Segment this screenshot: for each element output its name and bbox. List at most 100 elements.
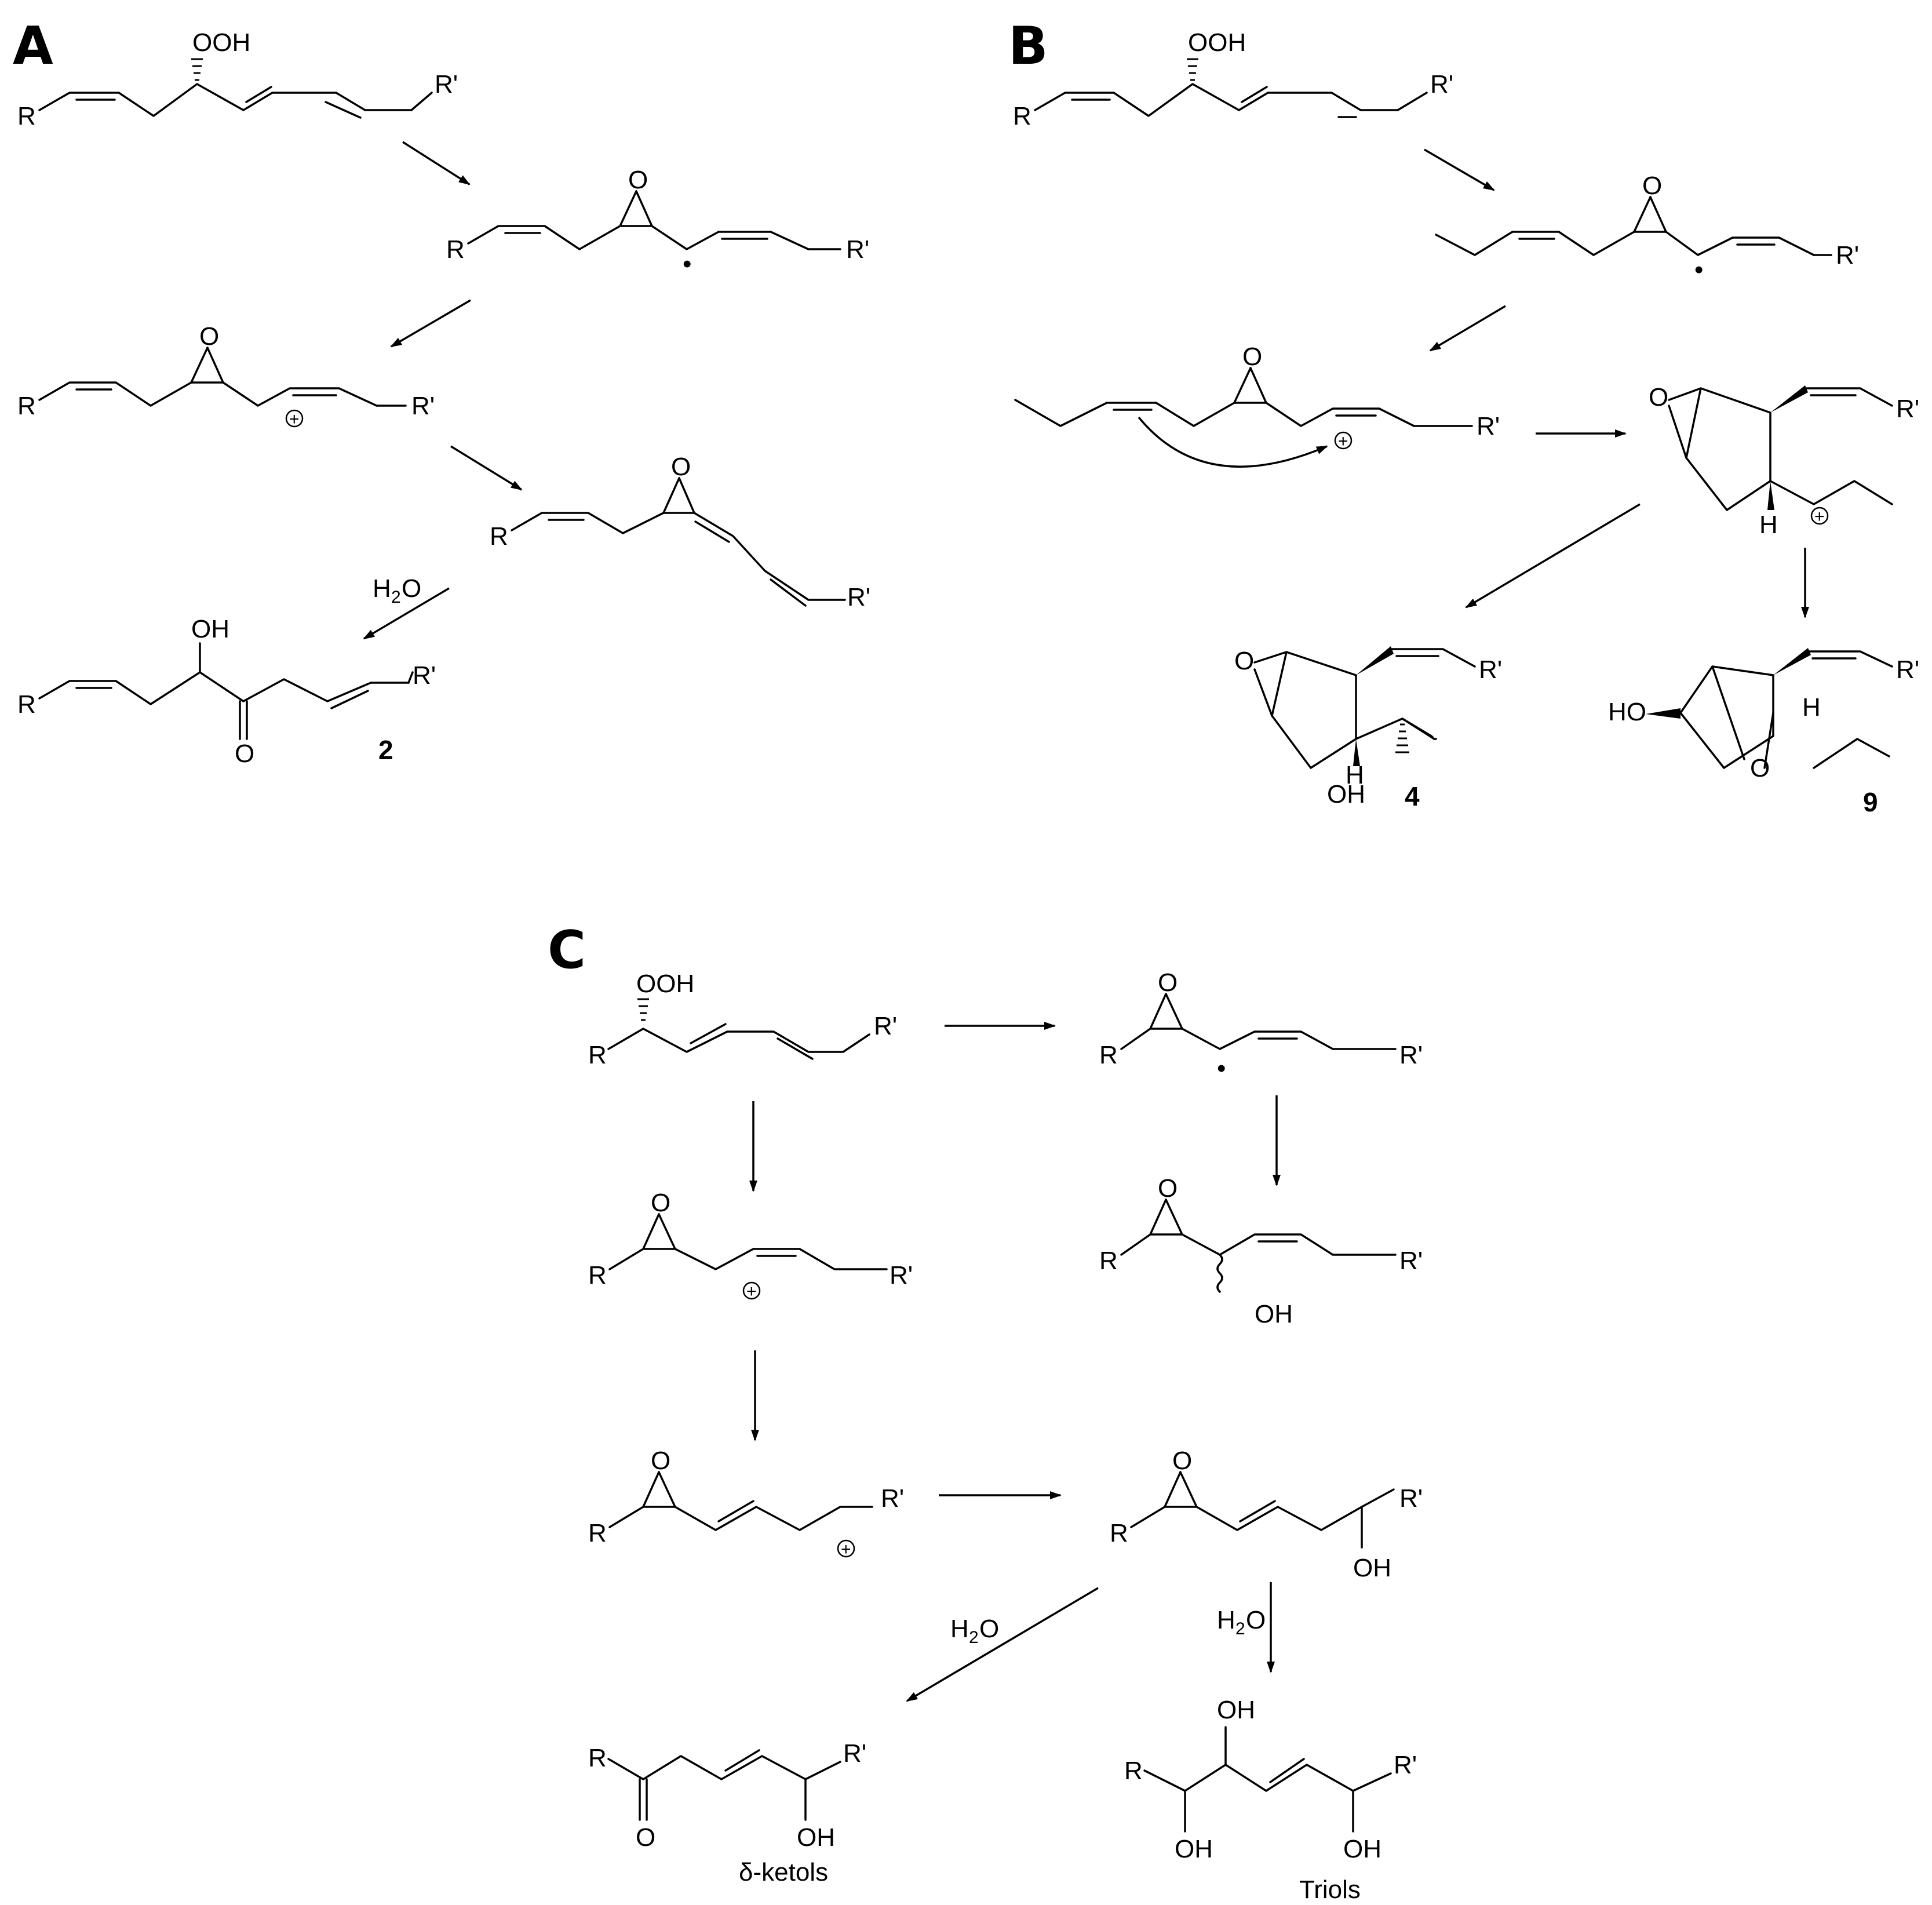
double-bond-line xyxy=(245,86,272,103)
panel-c-radical: R O R' • xyxy=(1099,968,1423,1083)
r-prime-label: R' xyxy=(847,583,870,611)
compound-number: 2 xyxy=(378,735,393,765)
side-chain xyxy=(1808,650,1893,668)
panel-b-radical: O R' • xyxy=(1435,172,1859,284)
triol-step: H 2 O xyxy=(1217,1582,1275,1673)
chain-bond xyxy=(1401,717,1434,738)
panel-b-hydroperoxide: R R' OOH xyxy=(1013,28,1453,130)
epoxide-bond xyxy=(658,1213,676,1250)
chain-bonds xyxy=(1120,1028,1334,1050)
side-chain xyxy=(1391,648,1476,668)
chain-bonds xyxy=(1143,1764,1392,1792)
oxygen-label: O xyxy=(1158,968,1178,997)
water-h: H xyxy=(1217,1606,1235,1634)
epoxide-bond xyxy=(206,347,224,384)
r-prime-label: R' xyxy=(1399,1247,1423,1275)
panel-c-delta-ketol: R O OH R' δ-ketols xyxy=(588,1739,866,1886)
radical-dot: • xyxy=(683,250,691,278)
positive-charge: + xyxy=(746,1282,757,1301)
chain-bonds xyxy=(38,83,413,117)
ketols-caption: δ-ketols xyxy=(739,1858,828,1886)
epoxide-bond xyxy=(642,1213,660,1250)
chain-bond xyxy=(1361,1488,1395,1508)
radical-dot: • xyxy=(1217,1054,1226,1083)
r-prime-label: R' xyxy=(1399,1041,1423,1069)
oxygen-label: O xyxy=(1242,343,1262,371)
r-group-label: R xyxy=(17,102,36,130)
water-subscript: 2 xyxy=(969,1628,979,1647)
cyclopentane-ring xyxy=(1271,651,1357,769)
r-group-label: R xyxy=(1110,1519,1128,1547)
r-prime-label: R' xyxy=(1430,70,1453,99)
chain-bonds xyxy=(1034,83,1399,117)
panel-b-cyclized-cation: O R' H + xyxy=(1649,383,1919,539)
hydroxyl-label: OH xyxy=(1217,1696,1255,1724)
epoxide-oxygen: O xyxy=(1234,647,1254,675)
r-prime-label: R' xyxy=(890,1261,913,1290)
epoxide-bond xyxy=(635,190,653,227)
panel-b-product-9: HO O R' H 9 xyxy=(1608,648,1919,817)
hydroxyl-label: OH xyxy=(191,615,229,643)
hydroperoxy-label: OOH xyxy=(192,28,250,57)
r-prime-label: R' xyxy=(874,1012,897,1040)
oxygen-label: O xyxy=(1642,172,1662,200)
wavy-bond xyxy=(1216,1254,1223,1293)
charge-circle xyxy=(837,1539,855,1558)
bridge-bond xyxy=(1711,665,1745,760)
reaction-arrow xyxy=(402,141,471,185)
chain-bonds xyxy=(608,1506,873,1531)
hydroxyl-label: OH xyxy=(1175,1835,1213,1863)
reaction-arrow xyxy=(1424,148,1495,191)
panel-c-triol: R OH OH OH R' Triols xyxy=(1124,1696,1417,1904)
r-group-label: R xyxy=(17,392,36,420)
wedge-bond xyxy=(1353,739,1360,766)
positive-charge: + xyxy=(289,410,300,429)
epoxide-oxygen: O xyxy=(1649,383,1668,411)
epoxide-bond xyxy=(662,477,680,514)
epoxide-bond xyxy=(1165,993,1183,1030)
r-group-label: R xyxy=(446,235,465,264)
double-bond-line xyxy=(330,690,369,709)
reaction-arrow xyxy=(1429,305,1506,352)
r-group-label: R xyxy=(1013,102,1031,130)
panel-c-allylic-cation: R O R' + xyxy=(588,1447,904,1559)
bicyclic-ring xyxy=(1679,665,1774,769)
epoxide-bond xyxy=(619,190,637,227)
panel-a-radical: R O R' • xyxy=(446,166,869,278)
compound-number: 9 xyxy=(1863,787,1878,817)
positive-charge: + xyxy=(1338,432,1348,451)
double-bond-line xyxy=(777,1037,814,1060)
epoxide-bond xyxy=(1179,1471,1198,1508)
r-group-label: R xyxy=(490,522,508,551)
radical-dot: • xyxy=(1694,256,1703,284)
water-h: H xyxy=(950,1615,969,1643)
oxygen-label: O xyxy=(651,1189,670,1217)
charge-circle xyxy=(285,409,304,428)
reaction-arrow xyxy=(390,299,471,348)
panel-c-epoxy-alcohol: R O R' OH xyxy=(1099,1174,1423,1328)
water-o: O xyxy=(979,1615,999,1643)
water-h: H xyxy=(373,574,391,603)
oxygen-label: O xyxy=(1158,1174,1178,1203)
reaction-arrow xyxy=(450,445,523,491)
carbonyl-oxygen: O xyxy=(235,740,254,768)
water-o: O xyxy=(1246,1606,1266,1634)
chain-bond xyxy=(410,92,433,111)
positive-charge: + xyxy=(1814,507,1825,526)
r-prime-label: R' xyxy=(1399,1484,1423,1513)
epoxide-bond xyxy=(1164,1471,1182,1508)
r-prime-label: R' xyxy=(413,661,436,690)
hydrogen-label: H xyxy=(1802,693,1821,722)
panel-c-epoxy-allyl-alcohol: R O R' OH xyxy=(1110,1447,1423,1582)
panel-b-label: B xyxy=(1008,16,1048,77)
r-prime-label: R' xyxy=(843,1739,866,1768)
panel-c-cation: R O R' + xyxy=(588,1189,913,1301)
panel-a: A R R' OOH R O R' • R xyxy=(13,16,870,768)
epoxide-bond xyxy=(1149,993,1167,1030)
hydroxyl-label: OH xyxy=(797,1823,835,1852)
side-chain xyxy=(1806,387,1893,407)
hydrogen-label: H xyxy=(1346,761,1364,789)
epoxide-bond xyxy=(678,477,695,514)
double-bond-line xyxy=(717,1500,754,1522)
chain-bonds xyxy=(511,512,695,534)
